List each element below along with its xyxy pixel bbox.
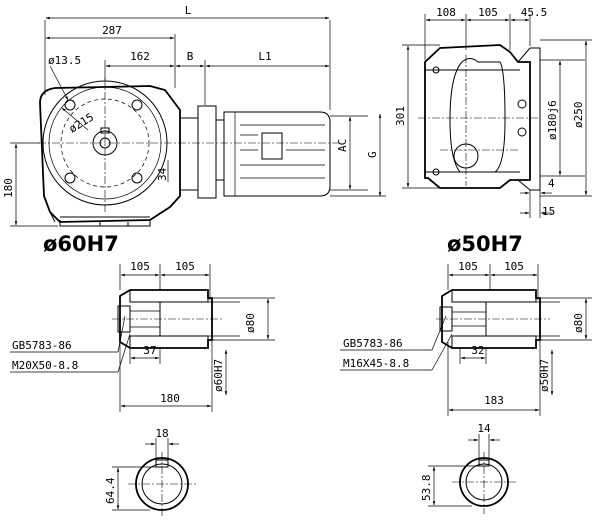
shaft-50-section: 105 105 ø80 GB5783-86 M16X45-8.8 32 ø50H… [340, 260, 592, 514]
dim-hole-diameter: ø13.5 [48, 54, 81, 67]
dim-180-length: 180 [160, 392, 180, 405]
terminal-box [261, 132, 283, 160]
bolt-label: M16X45-8.8 [343, 357, 409, 370]
main-front-view: L 287 162 B L1 ø13.5 ø215 34 AC G [2, 4, 386, 227]
dim-L1: L1 [258, 50, 271, 63]
side-view: 108 105 45.5 301 ø180j6 ø250 4 15 [394, 6, 592, 218]
bolt-label: M20X50-8.8 [12, 359, 78, 372]
dim-34: 34 [156, 167, 169, 181]
std-label: GB5783-86 [12, 339, 72, 352]
dim-53-8: 53.8 [420, 475, 433, 502]
dim-14: 14 [477, 422, 491, 435]
dim-287: 287 [102, 24, 122, 37]
dim-B: B [187, 50, 194, 63]
dim-105-right: 105 [175, 260, 195, 273]
dim-15: 15 [542, 205, 555, 218]
std-label: GB5783-86 [343, 337, 403, 350]
shaft-50-title: ø50H7 [447, 232, 523, 256]
shaft-60-title: ø60H7 [43, 232, 119, 256]
dim-105-right: 105 [504, 260, 524, 273]
dim-ø50H7: ø50H7 [538, 359, 551, 392]
dim-4: 4 [548, 177, 555, 190]
dim-45-5: 45.5 [521, 6, 548, 19]
dim-ø80: ø80 [572, 313, 585, 333]
dim-108: 108 [436, 6, 456, 19]
bolt-hole [131, 99, 143, 111]
dim-L: L [185, 4, 192, 17]
dim-183: 183 [484, 394, 504, 407]
bolt-hole [64, 99, 76, 111]
adapter-flange [197, 105, 217, 199]
dim-ø215: ø215 [67, 110, 96, 135]
dim-ø250: ø250 [572, 102, 585, 129]
dim-301: 301 [394, 106, 407, 126]
dim-18: 18 [155, 427, 168, 440]
dim-32: 32 [471, 344, 484, 357]
dim-105-left: 105 [458, 260, 478, 273]
side-flange [530, 47, 541, 191]
bolt-hole [64, 172, 76, 184]
gearbox-housing [39, 85, 181, 223]
dim-ø180j6: ø180j6 [546, 100, 559, 140]
dim-105: 105 [478, 6, 498, 19]
dim-105-left: 105 [130, 260, 150, 273]
dim-G: G [366, 151, 379, 158]
side-housing [424, 44, 531, 189]
dim-37: 37 [143, 344, 156, 357]
dim-AC: AC [336, 139, 349, 152]
dim-ø60H7: ø60H7 [212, 359, 225, 392]
bolt-hole [131, 172, 143, 184]
dim-64-4: 64.4 [104, 477, 117, 504]
motor-body [223, 111, 331, 197]
shaft-60-section: 105 105 ø80 GB5783-86 M20X50-8.8 37 [10, 260, 275, 518]
dim-ø80: ø80 [244, 313, 257, 333]
dim-162: 162 [130, 50, 150, 63]
dim-180-height: 180 [2, 178, 15, 198]
